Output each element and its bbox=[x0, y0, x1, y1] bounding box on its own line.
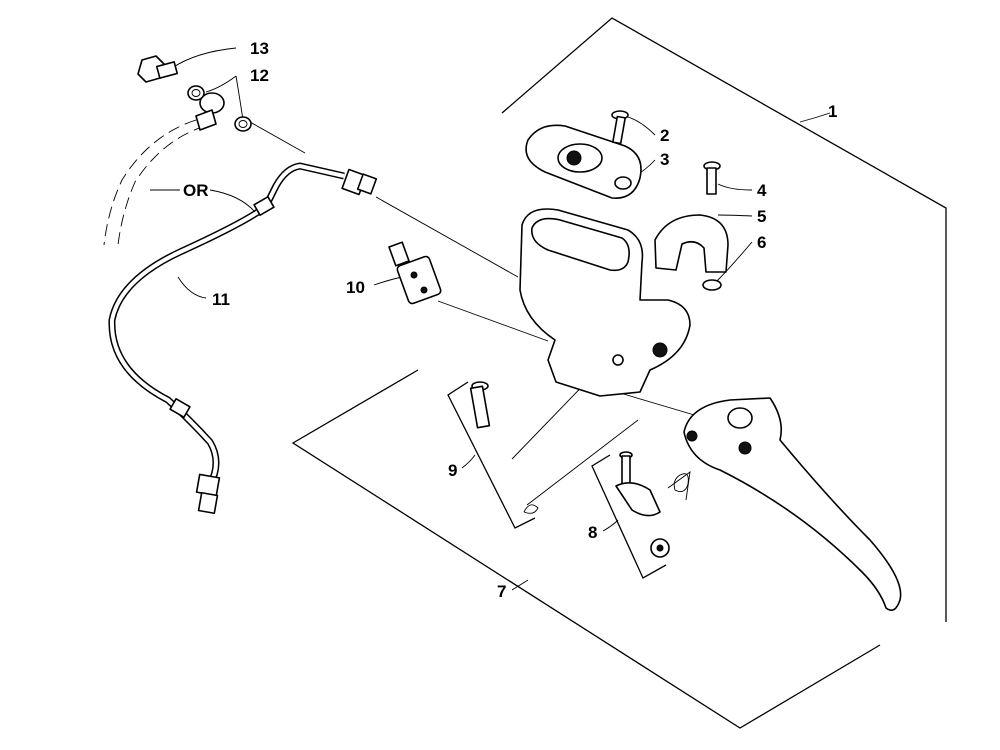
reservoir-cover bbox=[525, 124, 642, 199]
callout-11: 11 bbox=[212, 290, 230, 309]
clamp-screw bbox=[703, 161, 721, 195]
brake-lever bbox=[683, 397, 902, 611]
callout-7: 7 bbox=[497, 582, 506, 601]
assembly-7-bracket bbox=[291, 369, 881, 729]
callout-12: 12 bbox=[250, 66, 269, 85]
cover-screw bbox=[611, 110, 629, 145]
callout-13: 13 bbox=[250, 39, 269, 58]
sealing-washers bbox=[187, 85, 252, 132]
return-spring bbox=[667, 471, 691, 501]
callout-2: 2 bbox=[660, 126, 669, 145]
handlebar-clamp bbox=[654, 214, 729, 273]
callout-1: 1 bbox=[828, 102, 837, 121]
pivot-pin bbox=[469, 381, 491, 429]
assembly-9-bracket bbox=[447, 381, 536, 529]
callout-3: 3 bbox=[660, 150, 669, 169]
callout-5: 5 bbox=[757, 207, 766, 226]
lock-nut bbox=[650, 538, 670, 558]
callout-8: 8 bbox=[588, 523, 597, 542]
lever-pivot-bolt bbox=[615, 451, 661, 517]
or-leader bbox=[150, 189, 256, 213]
brake-hose bbox=[108, 162, 378, 515]
alternate-hose bbox=[103, 92, 225, 246]
callout-9: 9 bbox=[448, 461, 457, 480]
callout-4: 4 bbox=[757, 181, 767, 200]
clamp-washer bbox=[702, 279, 722, 291]
assembly-8-bracket bbox=[591, 454, 667, 579]
callout-6: 6 bbox=[757, 233, 766, 252]
callout-10: 10 bbox=[346, 278, 365, 297]
callout-or: OR bbox=[183, 181, 209, 200]
pin-clip bbox=[523, 504, 539, 514]
assembly-1-bracket bbox=[501, 17, 947, 622]
banjo-bolt bbox=[137, 55, 179, 83]
brake-light-switch bbox=[388, 241, 442, 305]
leader-lines bbox=[171, 47, 831, 591]
master-cylinder-body bbox=[519, 208, 691, 397]
